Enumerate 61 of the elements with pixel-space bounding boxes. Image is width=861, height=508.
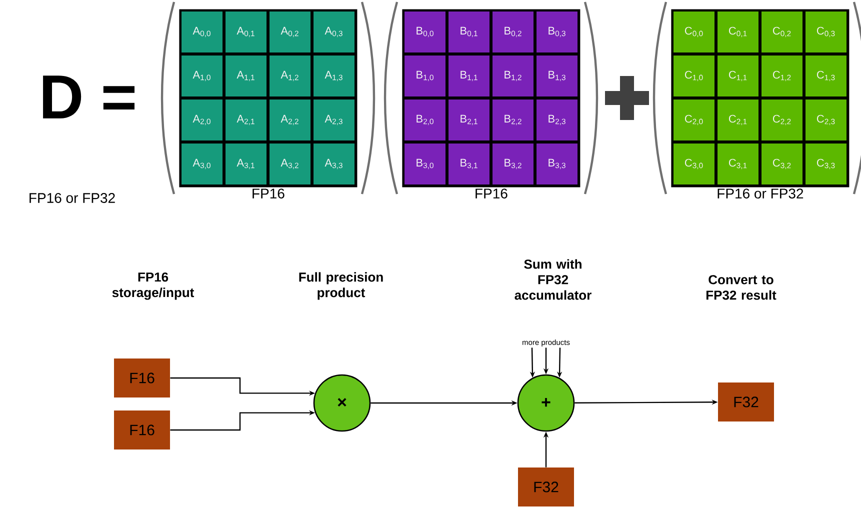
matrix-cell: B$_{3,1}$ bbox=[448, 144, 490, 184]
value-box: F16 bbox=[114, 410, 170, 450]
stage-heading: FP16 storage/input bbox=[112, 272, 194, 300]
matrix-cell: A$_{0,1}$ bbox=[226, 12, 266, 52]
matrix-cell: B$_{2,1}$ bbox=[448, 100, 490, 140]
matrix-cell: B$_{2,3}$ bbox=[536, 100, 578, 140]
matrix-cell: C$_{2,2}$ bbox=[762, 100, 802, 140]
node-label: FP16 or FP32 bbox=[718, 188, 804, 199]
matrix-cell: C$_{2,0}$ bbox=[674, 100, 714, 140]
matrix-cell: A$_{0,0}$ bbox=[182, 12, 222, 52]
matrix-cell: B$_{2,0}$ bbox=[404, 100, 446, 140]
matrix-cell: B$_{0,1}$ bbox=[448, 12, 490, 52]
matrix-cell: C$_{3,3}$ bbox=[806, 144, 846, 184]
matrix-cell: B$_{3,2}$ bbox=[492, 144, 534, 184]
matrix-cell: B$_{1,2}$ bbox=[492, 56, 534, 96]
matrix-cell: B$_{2,2}$ bbox=[492, 100, 534, 140]
value-box: F16 bbox=[114, 358, 170, 398]
matrix-cell: B$_{1,1}$ bbox=[448, 56, 490, 96]
matrix-cell: C$_{1,1}$ bbox=[718, 56, 758, 96]
matrix-cell: A$_{3,2}$ bbox=[270, 144, 310, 184]
matrix-cell: C$_{2,1}$ bbox=[718, 100, 758, 140]
matrix-cell: A$_{2,1}$ bbox=[226, 100, 266, 140]
matrix-cell: A$_{2,0}$ bbox=[182, 100, 222, 140]
matrix-cell: A$_{1,2}$ bbox=[270, 56, 310, 96]
matrix-cell: B$_{0,2}$ bbox=[492, 12, 534, 52]
matrix-cell: B$_{3,0}$ bbox=[404, 144, 446, 184]
node-label: FP16 bbox=[476, 188, 508, 199]
matrix-cell: C$_{0,3}$ bbox=[806, 12, 846, 52]
value-box: F32 bbox=[518, 468, 574, 506]
matrix-cell: B$_{3,3}$ bbox=[536, 144, 578, 184]
matrix-cell: C$_{3,1}$ bbox=[718, 144, 758, 184]
matrix-cell: A$_{3,1}$ bbox=[226, 144, 266, 184]
matrix-cell: C$_{1,3}$ bbox=[806, 56, 846, 96]
matrix-cell: C$_{1,0}$ bbox=[674, 56, 714, 96]
stage-heading: Convert to FP32 result bbox=[706, 275, 776, 300]
matrix-cell: A$_{3,0}$ bbox=[182, 144, 222, 184]
matrix-cell: C$_{0,1}$ bbox=[718, 12, 758, 52]
matrix-cell: A$_{2,3}$ bbox=[314, 100, 354, 140]
matrix-cell: B$_{1,3}$ bbox=[536, 56, 578, 96]
matrix-cell: A$_{1,3}$ bbox=[314, 56, 354, 96]
matrix-cell: B$_{1,0}$ bbox=[404, 56, 446, 96]
matrix-cell: C$_{3,2}$ bbox=[762, 144, 802, 184]
matrix-cell: B$_{0,3}$ bbox=[536, 12, 578, 52]
equation-label: D = bbox=[43, 76, 134, 118]
matrix-cell: C$_{2,3}$ bbox=[806, 100, 846, 140]
matrix-cell: A$_{1,0}$ bbox=[182, 56, 222, 96]
matrix-cell: C$_{1,2}$ bbox=[762, 56, 802, 96]
value-box: F32 bbox=[718, 382, 774, 422]
matrix-cell: A$_{0,3}$ bbox=[314, 12, 354, 52]
matrix-cell: C$_{3,0}$ bbox=[674, 144, 714, 184]
matrix-cell: A$_{0,2}$ bbox=[270, 12, 310, 52]
node-label: FP16 bbox=[252, 188, 284, 199]
matrix-cell: C$_{0,0}$ bbox=[674, 12, 714, 52]
matrix-cell: A$_{2,2}$ bbox=[270, 100, 310, 140]
stage-heading: Full precision product bbox=[299, 272, 383, 300]
matrix-cell: B$_{0,0}$ bbox=[404, 12, 446, 52]
stage-heading: Sum with FP32 accumulator bbox=[514, 259, 592, 300]
format-label: FP16 or FP32 bbox=[30, 193, 115, 203]
matrix-cell: A$_{3,3}$ bbox=[314, 144, 354, 184]
matrix-cell: A$_{1,1}$ bbox=[226, 56, 266, 96]
matrix-cell: C$_{0,2}$ bbox=[762, 12, 802, 52]
